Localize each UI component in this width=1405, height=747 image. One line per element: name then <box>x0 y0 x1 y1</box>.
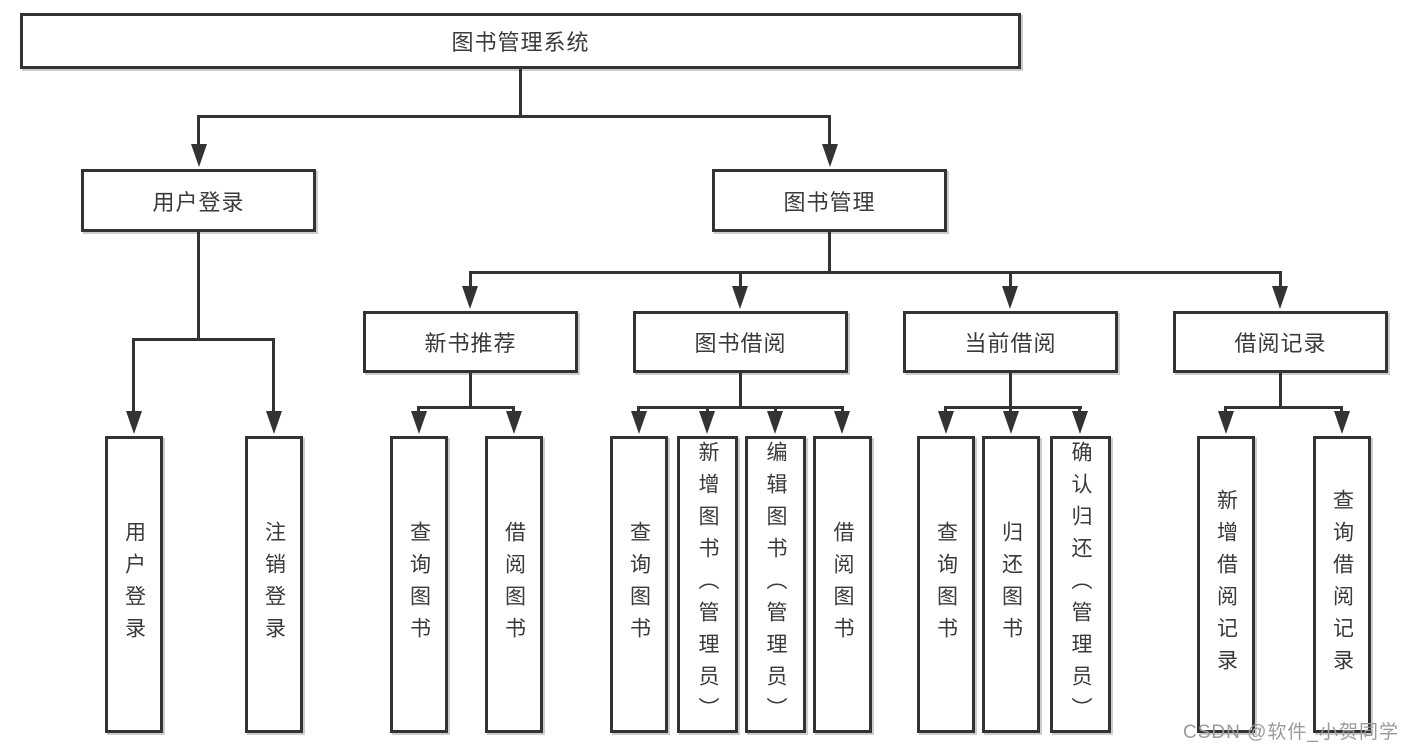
leaf-borrow-book-label: 借阅图书 <box>831 520 854 649</box>
arrowhead-current-borrow-leaf-1 <box>938 411 954 434</box>
leaf-borrow-query: 查询图书 <box>610 436 668 733</box>
arrowhead-to-new-book <box>462 286 478 309</box>
leaf-user-login-label: 用户登录 <box>122 520 146 649</box>
connector-root-stem <box>519 69 522 118</box>
node-user-login-label: 用户登录 <box>152 189 245 215</box>
arrowhead-book-borrow-leaf-4 <box>834 411 850 434</box>
leaf-current-return: 归还图书 <box>982 436 1040 733</box>
connector-new-book-drop-2 <box>512 406 515 414</box>
connector-user-login-drop-2 <box>272 338 275 414</box>
leaf-logout: 注销登录 <box>245 436 303 733</box>
node-new-book: 新书推荐 <box>363 311 578 373</box>
connector-borrow-record-hbar <box>1224 406 1343 409</box>
leaf-borrow-edit-admin-label: 编辑图书（管理员） <box>764 440 787 729</box>
leaf-current-confirm-admin: 确认归还（管理员） <box>1050 436 1111 733</box>
leaf-borrow-book: 借阅图书 <box>813 436 872 733</box>
leaf-borrow-query-label: 查询图书 <box>627 520 651 649</box>
connector-book-borrow-hbar <box>637 406 844 409</box>
node-book-borrow-label: 图书借阅 <box>694 331 787 356</box>
leaf-new-book-borrow: 借阅图书 <box>485 436 543 733</box>
connector-level3-hbar <box>469 271 1282 274</box>
connector-level3-drop-1 <box>469 271 472 292</box>
leaf-new-book-query-label: 查询图书 <box>407 520 431 649</box>
connector-borrow-record-drop-1 <box>1224 406 1227 414</box>
connector-user-login-drop-1 <box>132 338 135 414</box>
connector-current-borrow-drop-2 <box>1009 406 1012 414</box>
arrowhead-borrow-record-leaf-1 <box>1218 411 1234 434</box>
connector-new-book-stem <box>469 373 472 408</box>
leaf-user-login: 用户登录 <box>105 436 163 733</box>
arrowhead-book-borrow-leaf-3 <box>767 411 783 434</box>
connector-current-borrow-drop-3 <box>1078 406 1081 414</box>
leaf-new-book-borrow-label: 借阅图书 <box>502 520 526 649</box>
connector-user-login-hbar <box>132 338 275 341</box>
node-current-borrow-label: 当前借阅 <box>964 331 1057 356</box>
leaf-current-return-label: 归还图书 <box>999 520 1023 649</box>
connector-new-book-hbar <box>417 406 515 409</box>
connector-book-manage-stem <box>828 232 831 273</box>
leaf-borrow-add-admin: 新增图书（管理员） <box>677 436 738 733</box>
connector-level3-drop-4 <box>1279 271 1282 292</box>
node-root: 图书管理系统 <box>20 13 1021 69</box>
arrowhead-to-user-login <box>191 144 207 167</box>
node-book-borrow: 图书借阅 <box>633 311 848 373</box>
node-current-borrow: 当前借阅 <box>903 311 1118 373</box>
leaf-record-add-label: 新增借阅记录 <box>1214 488 1238 681</box>
arrowhead-to-leaf-logout <box>266 411 282 434</box>
arrowhead-borrow-record-leaf-2 <box>1334 411 1350 434</box>
arrowhead-book-borrow-leaf-2 <box>699 411 715 434</box>
node-book-manage: 图书管理 <box>712 169 947 232</box>
connector-book-borrow-drop-1 <box>637 406 640 414</box>
connector-user-login-stem <box>197 232 200 338</box>
arrowhead-new-book-leaf-1 <box>411 411 427 434</box>
watermark: CSDN @软件_小贺同学 <box>1183 722 1399 743</box>
connector-level3-drop-3 <box>1009 271 1012 292</box>
connector-book-borrow-drop-4 <box>841 406 844 414</box>
node-root-label: 图书管理系统 <box>451 30 590 55</box>
arrowhead-to-borrow-record <box>1272 286 1288 309</box>
leaf-current-query: 查询图书 <box>917 436 975 733</box>
leaf-borrow-add-admin-label: 新增图书（管理员） <box>696 440 719 729</box>
connector-current-borrow-stem <box>1009 373 1012 408</box>
leaf-current-confirm-admin-label: 确认归还（管理员） <box>1069 440 1092 729</box>
leaf-record-query: 查询借阅记录 <box>1313 436 1371 733</box>
connector-root-hbar <box>197 115 831 118</box>
leaf-record-add: 新增借阅记录 <box>1197 436 1255 733</box>
connector-current-borrow-hbar <box>944 406 1082 409</box>
connector-book-borrow-drop-2 <box>706 406 709 414</box>
arrowhead-new-book-leaf-2 <box>506 411 522 434</box>
connector-borrow-record-drop-2 <box>1340 406 1343 414</box>
arrowhead-to-book-manage <box>822 144 838 167</box>
node-book-manage-label: 图书管理 <box>783 189 876 215</box>
arrowhead-book-borrow-leaf-1 <box>631 411 647 434</box>
node-new-book-label: 新书推荐 <box>424 331 517 356</box>
arrowhead-to-book-borrow <box>732 286 748 309</box>
connector-root-drop-right <box>828 115 831 150</box>
node-borrow-record: 借阅记录 <box>1173 311 1388 373</box>
connector-current-borrow-drop-1 <box>944 406 947 414</box>
arrowhead-current-borrow-leaf-3 <box>1072 411 1088 434</box>
leaf-current-query-label: 查询图书 <box>934 520 958 649</box>
connector-book-borrow-drop-3 <box>774 406 777 414</box>
connector-borrow-record-stem <box>1279 373 1282 408</box>
connector-root-drop-left <box>197 115 200 150</box>
connector-new-book-drop-1 <box>417 406 420 414</box>
arrowhead-current-borrow-leaf-2 <box>1003 411 1019 434</box>
arrowhead-to-leaf-login <box>126 411 142 434</box>
leaf-logout-label: 注销登录 <box>262 520 286 649</box>
node-user-login: 用户登录 <box>81 169 316 232</box>
node-borrow-record-label: 借阅记录 <box>1234 331 1327 356</box>
arrowhead-to-current-borrow <box>1002 286 1018 309</box>
connector-level3-drop-2 <box>739 271 742 292</box>
leaf-new-book-query: 查询图书 <box>390 436 448 733</box>
leaf-borrow-edit-admin: 编辑图书（管理员） <box>745 436 806 733</box>
connector-book-borrow-stem <box>739 373 742 408</box>
leaf-record-query-label: 查询借阅记录 <box>1330 488 1354 681</box>
